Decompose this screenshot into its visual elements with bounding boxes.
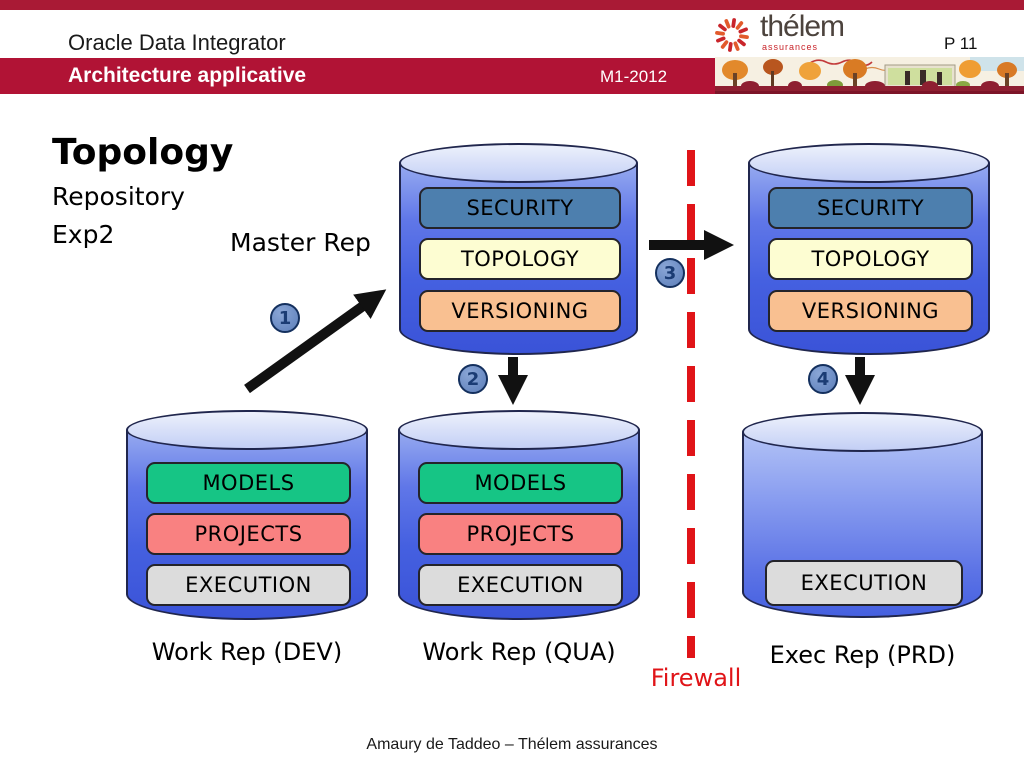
logo-wordmark: thélem [760, 10, 845, 43]
presentation-title: Oracle Data Integrator [68, 30, 286, 55]
section-title: Architecture applicative [68, 64, 307, 87]
layer-models: MODELS [418, 462, 623, 504]
work-rep-dev-label: Work Rep (DEV) [151, 638, 343, 666]
layer-execution: EXECUTION [765, 560, 963, 606]
layer-security: SECURITY [419, 187, 621, 229]
slide-subtitle-2: Exp2 [52, 220, 115, 249]
cylinder-top [126, 410, 368, 450]
step-badge-3: 3 [655, 258, 685, 288]
step-badge-4: 4 [808, 364, 838, 394]
slide-title: Topology [52, 132, 234, 173]
firewall-label: Firewall [650, 664, 742, 692]
layer-projects: PROJECTS [418, 513, 623, 555]
layer-execution: EXECUTION [146, 564, 351, 606]
cylinder-top [398, 410, 640, 450]
step-badge-2: 2 [458, 364, 488, 394]
course-code: M1-2012 [600, 67, 668, 86]
cylinder-master-rep: SECURITY TOPOLOGY VERSIONING [399, 143, 638, 355]
arrow-step-1 [244, 289, 387, 394]
logo-tagline: assurances [762, 42, 819, 52]
top-accent-bar [0, 0, 1024, 10]
layer-versioning: VERSIONING [768, 290, 973, 332]
layer-topology: TOPOLOGY [419, 238, 621, 280]
slide-subtitle-1: Repository [52, 182, 185, 211]
master-rep-label: Master Rep [230, 228, 371, 257]
step-badge-1: 1 [270, 303, 300, 333]
layer-topology: TOPOLOGY [768, 238, 973, 280]
layer-projects: PROJECTS [146, 513, 351, 555]
work-rep-qua-label: Work Rep (QUA) [422, 638, 616, 666]
layer-execution: EXECUTION [418, 564, 623, 606]
cylinder-work-rep-dev: MODELS PROJECTS EXECUTION [126, 410, 368, 620]
layer-models: MODELS [146, 462, 351, 504]
cylinder-top [748, 143, 990, 183]
cylinder-exec-rep-prd: EXECUTION [742, 412, 983, 618]
thelem-logo: thélem assurances [710, 10, 845, 58]
page-number: P 11 [944, 34, 978, 53]
layer-security: SECURITY [768, 187, 973, 229]
exec-rep-prd-label: Exec Rep (PRD) [769, 641, 956, 669]
cylinder-master-rep-prd: SECURITY TOPOLOGY VERSIONING [748, 143, 990, 355]
thelem-spiral-icon [715, 18, 749, 52]
cylinder-top [742, 412, 983, 452]
slide-footer: Amaury de Taddeo – Thélem assurances [366, 736, 658, 753]
cylinder-top [399, 143, 638, 183]
autumn-banner-image [715, 57, 1024, 94]
layer-versioning: VERSIONING [419, 290, 621, 332]
cylinder-work-rep-qua: MODELS PROJECTS EXECUTION [398, 410, 640, 620]
